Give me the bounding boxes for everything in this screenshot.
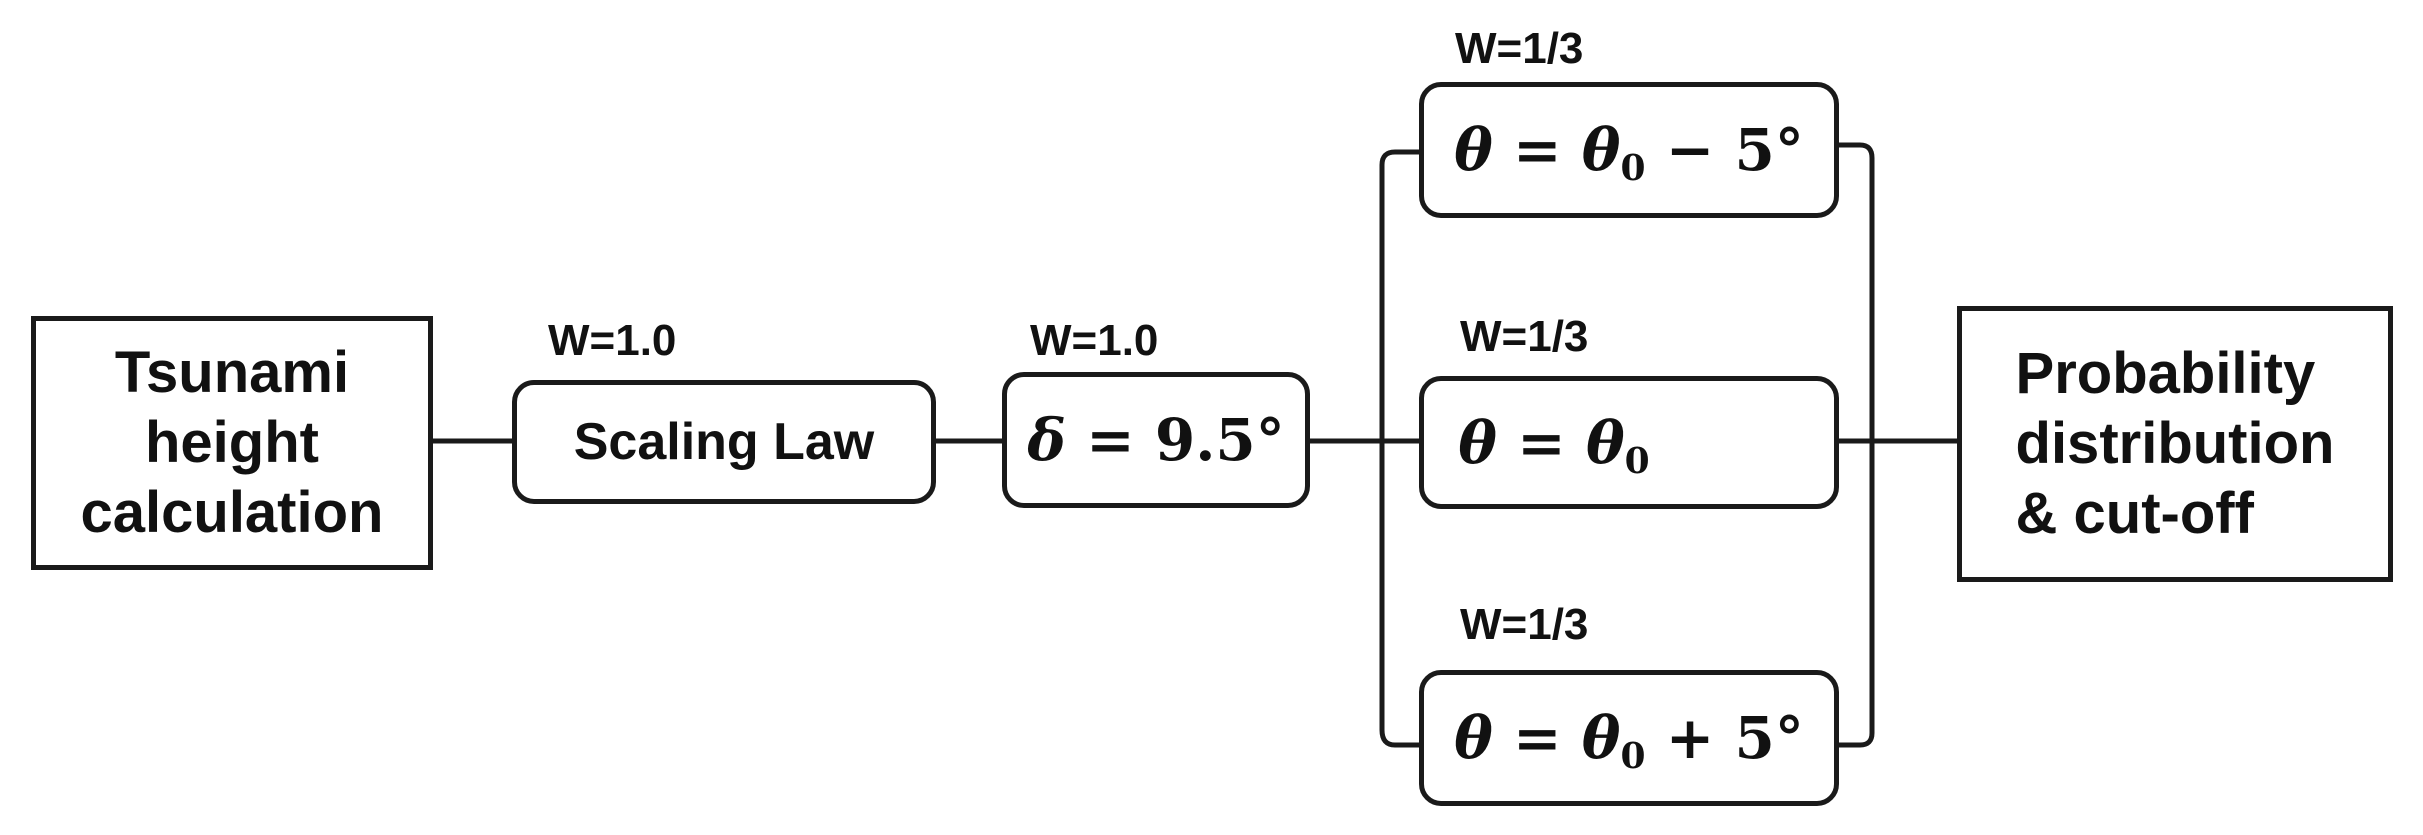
strike-minus-5-box: θ = θ0 − 5° xyxy=(1419,82,1839,218)
dip-angle-box: δ = 9.5° xyxy=(1002,372,1310,508)
strike-zero-box: θ = θ0 xyxy=(1419,376,1839,509)
dip-angle-weight: W=1.0 xyxy=(1030,316,1159,365)
strike-zero-weight: W=1/3 xyxy=(1460,312,1589,361)
strike-plus-weight: W=1/3 xyxy=(1460,600,1589,649)
branch-right-bracket xyxy=(1836,142,1875,748)
probability-distribution-label: Probability distribution & cut-off xyxy=(2015,341,2335,546)
branch-left-bracket xyxy=(1379,149,1422,748)
tsunami-height-calculation-box: Tsunami height calculation xyxy=(31,316,433,570)
scaling-law-weight: W=1.0 xyxy=(548,316,677,365)
dip-angle-label: δ = 9.5° xyxy=(1027,406,1285,474)
tsunami-height-calculation-label: Tsunami height calculation xyxy=(80,340,384,545)
strike-plus-5-label: θ = θ0 + 5° xyxy=(1454,704,1804,778)
probability-distribution-box: Probability distribution & cut-off xyxy=(1957,306,2393,582)
strike-minus-weight: W=1/3 xyxy=(1455,24,1584,73)
scaling-law-box: Scaling Law xyxy=(512,380,936,504)
strike-plus-5-box: θ = θ0 + 5° xyxy=(1419,670,1839,806)
scaling-law-label: Scaling Law xyxy=(573,413,875,471)
strike-zero-label: θ = θ0 xyxy=(1458,408,1650,482)
strike-minus-5-label: θ = θ0 − 5° xyxy=(1454,116,1804,190)
